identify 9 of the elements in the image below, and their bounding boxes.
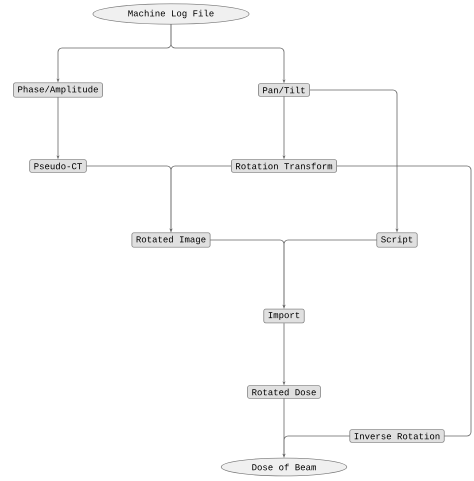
process-box: Import [263,308,305,324]
process-box: Inverse Rotation [349,429,445,443]
process-box: Pan/Tilt [258,83,310,97]
process-box: Pseudo-CT [29,159,87,173]
process-box: Rotation Transform [231,159,337,173]
process-box: Rotated Image [132,232,210,248]
process-box: Script [376,232,418,248]
process-box: Phase/Amplitude [13,82,103,98]
process-box: Rotated Dose [247,385,321,399]
